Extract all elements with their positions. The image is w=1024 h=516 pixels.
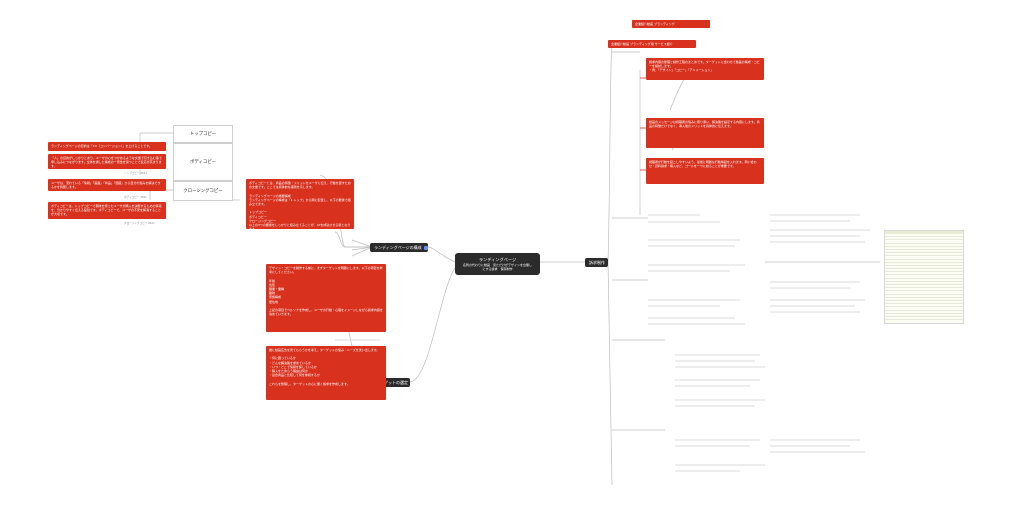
- table-row: [885, 260, 963, 263]
- right-note-4[interactable]: 動画のメッセージは視聴者の悩みに寄り添い、解決策を提示する内容にします。商品の特…: [646, 118, 764, 148]
- table-header: [885, 231, 963, 234]
- table-row: [885, 263, 963, 266]
- footnote-top: トップコピー 2021: [124, 172, 147, 175]
- branch-lp-composition[interactable]: ランディングページの構成: [370, 243, 428, 252]
- table-row: [885, 288, 963, 292]
- target-note-2-text: 誰に動画広告を見てもらうかを考え、ターゲットの悩み・ニーズを洗い出します。 ・何…: [269, 348, 380, 386]
- right-note-5-text: 視聴者が行動を起こしやすいよう、最後に明確な行動喚起を入れます。問い合わせ・資料…: [649, 160, 757, 169]
- right-note-2[interactable]: 企業紹介動画 ブランディング用 サービス紹介: [608, 40, 696, 48]
- table-row: [885, 279, 963, 282]
- branch-right-main-label: 訴求制作: [589, 260, 605, 265]
- table-row: [885, 269, 963, 273]
- branch-target-label: ターゲットの選定: [376, 380, 408, 385]
- right-note-3[interactable]: 訴求内容の整理と制作工程のまとめです。ターゲットに合わせて動画の構成・コピーを検…: [646, 58, 764, 80]
- right-note-3-text: 訴求内容の整理と制作工程のまとめです。ターゲットに合わせて動画の構成・コピーを検…: [649, 60, 760, 73]
- lp-section-top[interactable]: トップコピー: [173, 125, 233, 143]
- table-row: [885, 244, 963, 247]
- table-row: [885, 234, 963, 238]
- lp-section-closing-label: クロージングコピー: [183, 189, 223, 194]
- table-row: [885, 240, 963, 244]
- table-row: [885, 291, 963, 295]
- table-row: [885, 301, 963, 305]
- table-row: [885, 307, 963, 311]
- left-note-2[interactable]: 「人」の目的がしっかりとあり、ユーザの心をつかめるような文章で引き込む事で申し込…: [48, 154, 166, 169]
- table-row: [885, 266, 963, 270]
- right-note-1[interactable]: 企業紹介動画 ブランディング: [632, 20, 710, 28]
- table-row: [885, 304, 963, 308]
- target-note-1-text: デザイン・コピーを制作する前に、まずターゲットを明確にします。以下の項目を参考に…: [269, 266, 383, 317]
- table-row: [885, 311, 963, 314]
- table-row: [885, 282, 963, 285]
- table-row: [885, 317, 963, 321]
- table-row: [885, 247, 963, 250]
- target-note-2[interactable]: 誰に動画広告を見てもらうかを考え、ターゲットの悩み・ニーズを洗い出します。 ・何…: [266, 346, 386, 400]
- table-row: [885, 314, 963, 317]
- table-row: [885, 256, 963, 260]
- footnote-closing: クロージングコピー 2021: [124, 222, 155, 225]
- lp-section-body[interactable]: ボディコピー: [173, 143, 233, 181]
- target-note-1[interactable]: デザイン・コピーを制作する前に、まずターゲットを明確にします。以下の項目を参考に…: [266, 264, 386, 332]
- lp-section-top-label: トップコピー: [189, 132, 217, 137]
- right-note-1-text: 企業紹介動画 ブランディング: [635, 22, 675, 26]
- center-note[interactable]: ボディコピーとは、商品の特徴・メリットをユーザに伝え、行動を促すための文章です。…: [246, 179, 354, 229]
- table-row: [885, 250, 963, 254]
- left-note-1-text: ランディングページの目的は「CV（コンバージョン）」を上げることです。: [51, 144, 152, 148]
- left-note-4-text: ボディコピーは、トップコピーで興味を持ったユーザが購入を決断するための情報を、分…: [51, 204, 162, 217]
- branch-right-main[interactable]: 訴求制作: [585, 258, 608, 267]
- table-row: [885, 298, 963, 301]
- right-note-4-text: 動画のメッセージは視聴者の悩みに寄り添い、解決策を提示する内容にします。商品の特…: [649, 120, 760, 129]
- table-row: [885, 237, 963, 241]
- central-topic-subtitle: 名刺の代わりに動画 見ただけがデザインを台無しにする訴求 保存制作: [463, 263, 533, 271]
- table-row: [885, 253, 963, 257]
- footnote-body: ボディコピー 2021: [124, 196, 147, 199]
- branch-target[interactable]: ターゲットの選定: [372, 378, 410, 387]
- right-note-2-text: 企業紹介動画 ブランディング用 サービス紹介: [611, 42, 673, 46]
- table-row: [885, 275, 963, 279]
- link-icon: [423, 246, 428, 250]
- lp-section-closing[interactable]: クロージングコピー: [173, 181, 233, 201]
- table-row: [885, 272, 963, 276]
- left-note-2-text: 「人」の目的がしっかりとあり、ユーザの心をつかめるような文章で引き込む事で申し込…: [51, 156, 162, 169]
- right-note-5[interactable]: 視聴者が行動を起こしやすいよう、最後に明確な行動喚起を入れます。問い合わせ・資料…: [646, 158, 764, 184]
- central-topic[interactable]: ランディングページ 名刺の代わりに動画 見ただけがデザインを台無しにする訴求 保…: [455, 253, 540, 275]
- central-topic-title: ランディングページ: [478, 257, 517, 262]
- branch-lp-composition-label: ランディングページの構成: [374, 245, 422, 250]
- center-note-text: ボディコピーとは、商品の特徴・メリットをユーザに伝え、行動を促すための文章です。…: [249, 181, 351, 229]
- left-note-3[interactable]: ユーザは、流れている「情報」「画面」「商品」「価値」から自分の悩みを解決できるか…: [48, 179, 166, 191]
- data-table-thumbnail: [884, 230, 964, 324]
- table-row: [885, 285, 963, 289]
- left-note-1[interactable]: ランディングページの目的は「CV（コンバージョン）」を上げることです。: [48, 142, 166, 151]
- lp-section-body-label: ボディコピー: [189, 160, 217, 165]
- left-note-3-text: ユーザは、流れている「情報」「画面」「商品」「価値」から自分の悩みを解決できるか…: [51, 181, 161, 190]
- left-note-4[interactable]: ボディコピーは、トップコピーで興味を持ったユーザが購入を決断するための情報を、分…: [48, 202, 166, 219]
- table-row: [885, 295, 963, 298]
